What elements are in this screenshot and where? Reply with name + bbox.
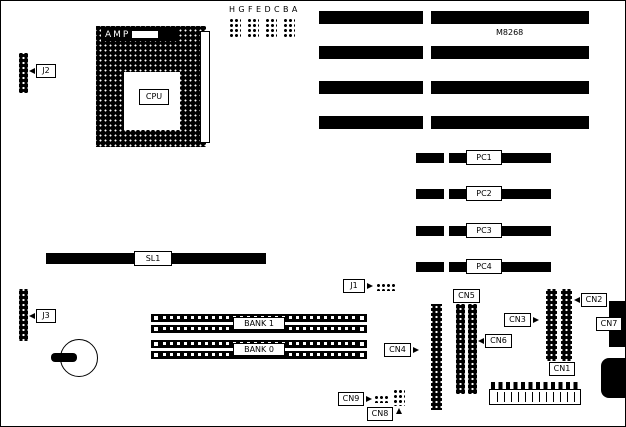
cn6-arrow — [478, 338, 484, 344]
cpu-label: CPU — [139, 89, 169, 105]
cn4-arrow — [413, 347, 419, 353]
pci-slot-2: PC2 — [416, 186, 551, 201]
cn8-header — [392, 388, 405, 406]
isa-slot-l3 — [319, 81, 423, 94]
battery-terminal — [51, 353, 77, 362]
j1-arrow — [367, 283, 373, 289]
pci-slot-key — [444, 189, 449, 199]
isa-slot-l4 — [319, 116, 423, 129]
j1-header — [375, 282, 395, 291]
sl1-label: SL1 — [134, 251, 172, 266]
power-connector-body — [489, 389, 581, 405]
cn8-arrow — [396, 408, 402, 414]
cn9-header — [373, 394, 388, 403]
cn6-label: CN6 — [485, 334, 512, 348]
power-connector — [489, 382, 581, 406]
cn4-connector — [431, 304, 442, 410]
cn4-label: CN4 — [384, 343, 411, 357]
j2-arrow — [29, 68, 35, 74]
cpu-socket-lever — [200, 31, 210, 143]
amp-label: AMP — [105, 29, 131, 40]
isa-slot-l1 — [319, 11, 423, 24]
cn5-label: CN5 — [453, 289, 480, 303]
cn2-label: CN2 — [581, 293, 607, 307]
cn1-connector — [561, 289, 572, 361]
j2-header — [19, 53, 28, 93]
bank1-label: BANK 1 — [233, 317, 285, 330]
cn5-connector — [456, 304, 465, 394]
isa-slot-r3 — [431, 81, 589, 94]
cn6-connector — [468, 304, 477, 394]
chipset-label: M8268 — [496, 28, 524, 37]
pci-slot-label: PC1 — [466, 150, 502, 165]
j1-label: J1 — [343, 279, 365, 293]
j3-label: J3 — [36, 309, 56, 323]
cn1-label: CN1 — [549, 362, 575, 376]
isa-slot-r1 — [431, 11, 589, 24]
pci-slot-3: PC3 — [416, 223, 551, 238]
j3-header — [19, 289, 28, 341]
pci-slot-label: PC4 — [466, 259, 502, 274]
jumper-block-ba — [282, 17, 295, 38]
amp-window — [132, 31, 159, 38]
pci-slot-1: PC1 — [416, 150, 551, 165]
pci-slot-4: PC4 — [416, 259, 551, 274]
jumper-block-fe — [246, 17, 259, 38]
amp-socket-tag: AMP — [101, 28, 177, 41]
power-connector-pins — [491, 382, 579, 389]
cn9-label: CN9 — [338, 392, 364, 406]
bank0-label: BANK 0 — [233, 343, 285, 356]
isa-slot-l2 — [319, 46, 423, 59]
j3-arrow — [29, 313, 35, 319]
jumper-block-hg — [228, 17, 241, 38]
jumper-letters: HGFEDCBA — [229, 5, 301, 14]
pci-slot-key — [444, 226, 449, 236]
cn3-label: CN3 — [504, 313, 531, 327]
keyboard-connector — [601, 358, 625, 398]
pci-slot-label: PC3 — [466, 223, 502, 238]
pci-slot-key — [444, 262, 449, 272]
pci-slot-label: PC2 — [466, 186, 502, 201]
isa-slot-r4 — [431, 116, 589, 129]
cn8-label: CN8 — [367, 407, 393, 421]
cn9-arrow — [366, 396, 372, 402]
cn3-arrow — [533, 317, 539, 323]
cn2-arrow — [574, 297, 580, 303]
pci-slot-key — [444, 153, 449, 163]
isa-slot-r2 — [431, 46, 589, 59]
cn7-label: CN7 — [596, 317, 622, 331]
j2-label: J2 — [36, 64, 56, 78]
cn2-connector — [546, 289, 557, 361]
jumper-block-dc — [264, 17, 277, 38]
